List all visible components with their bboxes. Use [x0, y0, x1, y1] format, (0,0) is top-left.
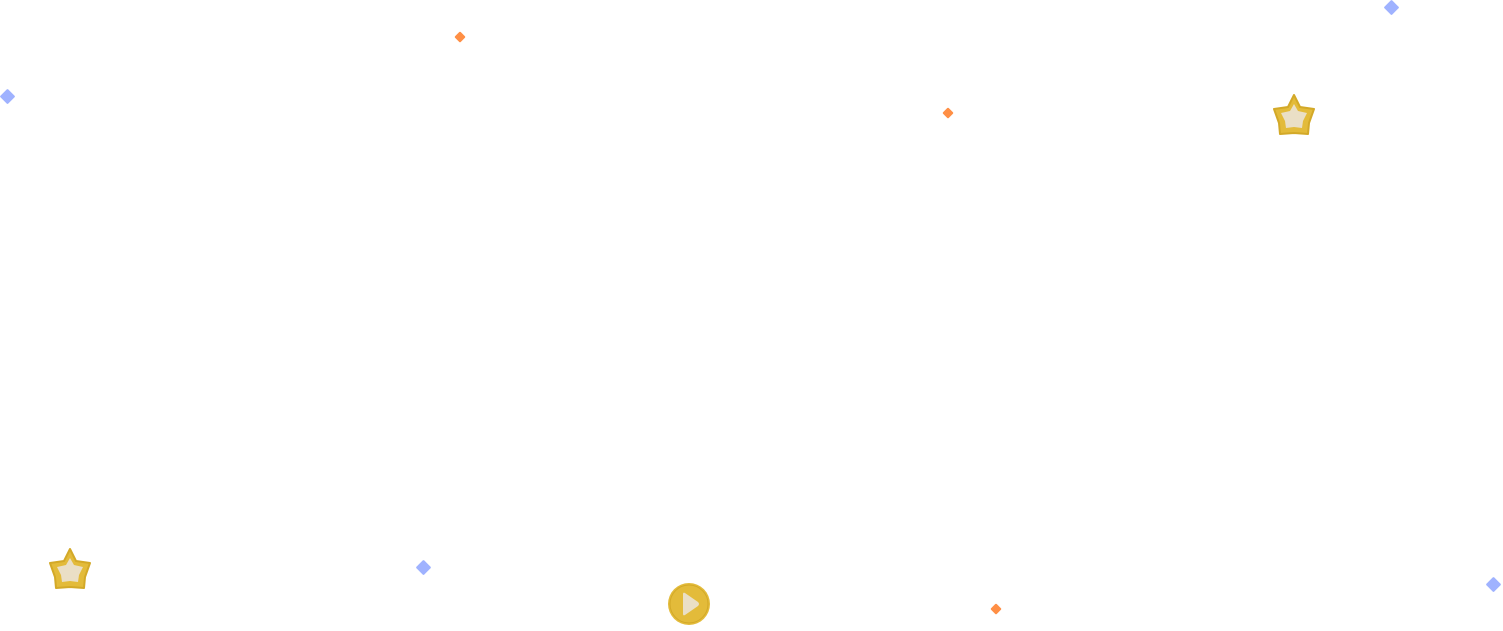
play-button[interactable] [667, 582, 711, 626]
decorative-diamond-blue [1383, 0, 1400, 16]
star-icon [49, 548, 91, 589]
decorative-diamond-blue [0, 88, 16, 105]
decorative-diamond-orange [990, 603, 1002, 615]
decorative-diamond-blue [1485, 576, 1502, 593]
decorative-diamond-orange [454, 31, 466, 43]
decorative-diamond-blue [415, 559, 432, 576]
play-icon [683, 592, 699, 616]
star-icon [1273, 94, 1315, 135]
decorative-diamond-orange [942, 107, 954, 119]
